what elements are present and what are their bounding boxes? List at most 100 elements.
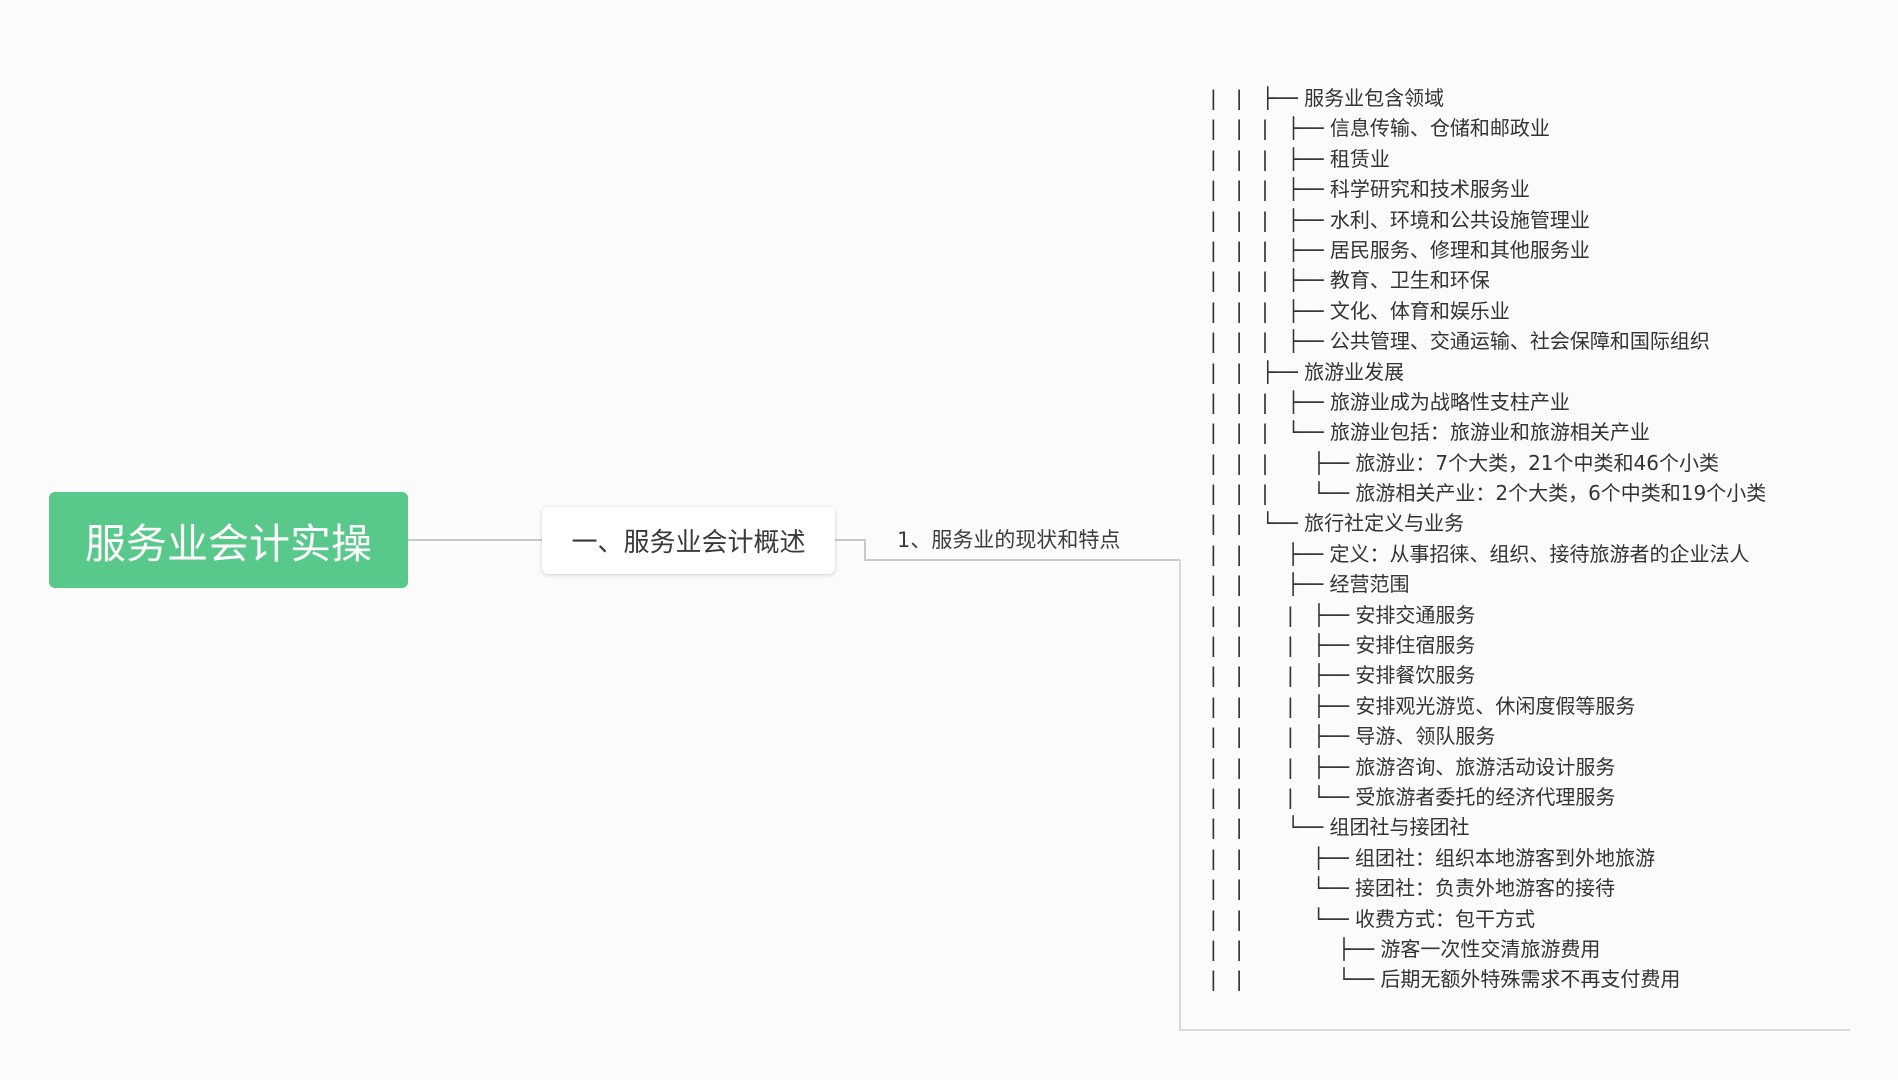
tree-line: | | | ├── 安排住宿服务	[1210, 630, 1860, 660]
tree-line-prefix: | | | ├──	[1210, 237, 1330, 262]
tree-line: | | └── 后期无额外特殊需求不再支付费用	[1210, 964, 1860, 994]
tree-line: | | | └── 旅游业包括：旅游业和旅游相关产业	[1210, 417, 1860, 447]
tree-line: | | | ├── 旅游咨询、旅游活动设计服务	[1210, 752, 1860, 782]
tree-line-text: 信息传输、仓储和邮政业	[1329, 116, 1550, 141]
tree-line-prefix: | | | ├──	[1210, 177, 1330, 202]
tree-line-text: 公共管理、交通运输、社会保障和国际组织	[1329, 329, 1710, 354]
tree-line: | | | ├── 旅游业成为战略性支柱产业	[1210, 387, 1860, 417]
tree-line: | | | ├── 安排餐饮服务	[1210, 660, 1860, 690]
tree-line-text: 旅游业：7个大类，21个中类和46个小类	[1355, 450, 1719, 475]
tree-line-text: 收费方式：包干方式	[1354, 906, 1535, 931]
tree-line-prefix: | | | ├──	[1210, 268, 1330, 293]
tree-line-text: 安排住宿服务	[1355, 633, 1476, 658]
tree-line-text: 经营范围	[1329, 572, 1410, 597]
tree-line-text: 组团社与接团社	[1329, 815, 1470, 840]
tree-line-prefix: | | | └──	[1210, 784, 1356, 809]
tree-line-text: 居民服务、修理和其他服务业	[1329, 237, 1590, 262]
tree-text-block: | | ├── 服务业包含领域| | | ├── 信息传输、仓储和邮政业| | …	[1210, 83, 1860, 995]
tree-line: | | | ├── 租赁业	[1210, 144, 1860, 174]
tree-line-text: 旅游咨询、旅游活动设计服务	[1355, 754, 1616, 779]
connector-level1-level2	[835, 539, 1180, 561]
tree-line-text: 旅行社定义与业务	[1304, 511, 1465, 536]
tree-line-text: 旅游相关产业：2个大类，6个中类和19个小类	[1355, 481, 1767, 506]
tree-line: | | | ├── 信息传输、仓储和邮政业	[1210, 113, 1860, 143]
tree-line-prefix: | | | ├──	[1210, 329, 1330, 354]
tree-line-text: 文化、体育和娱乐业	[1329, 298, 1510, 323]
tree-line-text: 安排交通服务	[1355, 602, 1476, 627]
tree-line: | | └── 收费方式：包干方式	[1210, 904, 1860, 934]
root-node-label: 服务业会计实操	[85, 520, 372, 568]
tree-line-text: 定义：从事招徕、组织、接待旅游者的企业法人	[1329, 541, 1750, 566]
tree-line-text: 后期无额外特殊需求不再支付费用	[1380, 967, 1681, 992]
tree-line: | | └── 旅行社定义与业务	[1210, 508, 1860, 538]
root-node[interactable]: 服务业会计实操	[49, 492, 408, 588]
tree-line-prefix: | | | ├──	[1210, 663, 1356, 688]
tree-line: | | | ├── 导游、领队服务	[1210, 721, 1860, 751]
tree-line-text: 旅游业成为战略性支柱产业	[1329, 389, 1570, 414]
tree-line-prefix: | | ├──	[1210, 86, 1305, 110]
tree-line-prefix: | | ├──	[1210, 936, 1381, 961]
tree-line-prefix: | | └──	[1210, 876, 1355, 901]
tree-line-text: 服务业包含领域	[1304, 86, 1445, 110]
tree-line-text: 租赁业	[1329, 146, 1390, 171]
tree-line: | | └── 组团社与接团社	[1210, 812, 1860, 842]
tree-line-prefix: | | | ├──	[1210, 389, 1330, 414]
tree-line-prefix: | | | ├──	[1210, 602, 1356, 627]
tree-line-prefix: | | | ├──	[1210, 298, 1330, 323]
tree-line-prefix: | | └──	[1210, 906, 1355, 931]
tree-line: | | | ├── 水利、环境和公共设施管理业	[1210, 205, 1860, 235]
tree-line-prefix: | | | ├──	[1210, 693, 1356, 718]
tree-line-text: 导游、领队服务	[1355, 724, 1496, 749]
tree-line-text: 接团社：负责外地游客的接待	[1354, 876, 1615, 901]
tree-line-text: 教育、卫生和环保	[1329, 268, 1490, 293]
tree-line-text: 安排餐饮服务	[1355, 663, 1476, 688]
tree-line-prefix: | | └──	[1210, 967, 1381, 992]
topic-node-overview-label: 一、服务业会计概述	[571, 528, 806, 558]
tree-line: | | | ├── 文化、体育和娱乐业	[1210, 296, 1860, 326]
topic-node-overview[interactable]: 一、服务业会计概述	[542, 507, 835, 574]
tree-line: | | | ├── 安排观光游览、休闲度假等服务	[1210, 691, 1860, 721]
subtopic-node-status[interactable]: 1、服务业的现状和特点	[897, 522, 1120, 558]
tree-line-prefix: | | | └──	[1210, 481, 1356, 506]
tree-line-prefix: | | | ├──	[1210, 754, 1356, 779]
tree-line-text: 游客一次性交清旅游费用	[1380, 936, 1601, 961]
tree-line-text: 组团社：组织本地游客到外地旅游	[1354, 845, 1655, 870]
tree-line-prefix: | | ├──	[1210, 845, 1355, 870]
tree-line: | | | └── 受旅游者委托的经济代理服务	[1210, 782, 1860, 812]
tree-line-prefix: | | ├──	[1210, 572, 1330, 597]
tree-line: | | | ├── 公共管理、交通运输、社会保障和国际组织	[1210, 326, 1860, 356]
tree-line-text: 旅游业发展	[1304, 359, 1405, 384]
tree-line: | | ├── 服务业包含领域	[1210, 83, 1860, 113]
tree-line-text: 旅游业包括：旅游业和旅游相关产业	[1329, 420, 1650, 445]
tree-line-prefix: | | | ├──	[1210, 724, 1356, 749]
tree-line: | | ├── 定义：从事招徕、组织、接待旅游者的企业法人	[1210, 539, 1860, 569]
tree-line-text: 受旅游者委托的经济代理服务	[1355, 784, 1616, 809]
text-block-bracket	[1179, 560, 1850, 1031]
tree-line-prefix: | | | ├──	[1210, 207, 1330, 232]
tree-line: | | | ├── 居民服务、修理和其他服务业	[1210, 235, 1860, 265]
tree-line: | | └── 接团社：负责外地游客的接待	[1210, 873, 1860, 903]
tree-line: | | ├── 组团社：组织本地游客到外地旅游	[1210, 843, 1860, 873]
tree-line-prefix: | | ├──	[1210, 541, 1330, 566]
tree-line-prefix: | | | ├──	[1210, 116, 1330, 141]
tree-line: | | | ├── 旅游业：7个大类，21个中类和46个小类	[1210, 448, 1860, 478]
tree-line: | | ├── 旅游业发展	[1210, 357, 1860, 387]
tree-line: | | | └── 旅游相关产业：2个大类，6个中类和19个小类	[1210, 478, 1860, 508]
tree-line-text: 科学研究和技术服务业	[1329, 177, 1530, 202]
tree-line-prefix: | | └──	[1210, 815, 1330, 840]
tree-line-prefix: | | | ├──	[1210, 633, 1356, 658]
tree-line: | | | ├── 安排交通服务	[1210, 600, 1860, 630]
tree-line-prefix: | | | ├──	[1210, 450, 1356, 475]
tree-line-prefix: | | └──	[1210, 511, 1305, 536]
tree-line-text: 水利、环境和公共设施管理业	[1329, 207, 1590, 232]
subtopic-node-status-label: 1、服务业的现状和特点	[897, 528, 1121, 552]
tree-line: | | | ├── 教育、卫生和环保	[1210, 265, 1860, 295]
tree-line-prefix: | | ├──	[1210, 359, 1305, 384]
tree-line-prefix: | | | └──	[1210, 420, 1330, 445]
tree-line: | | ├── 经营范围	[1210, 569, 1860, 599]
tree-line-text: 安排观光游览、休闲度假等服务	[1355, 693, 1636, 718]
tree-line: | | | ├── 科学研究和技术服务业	[1210, 174, 1860, 204]
tree-line-prefix: | | | ├──	[1210, 146, 1330, 171]
